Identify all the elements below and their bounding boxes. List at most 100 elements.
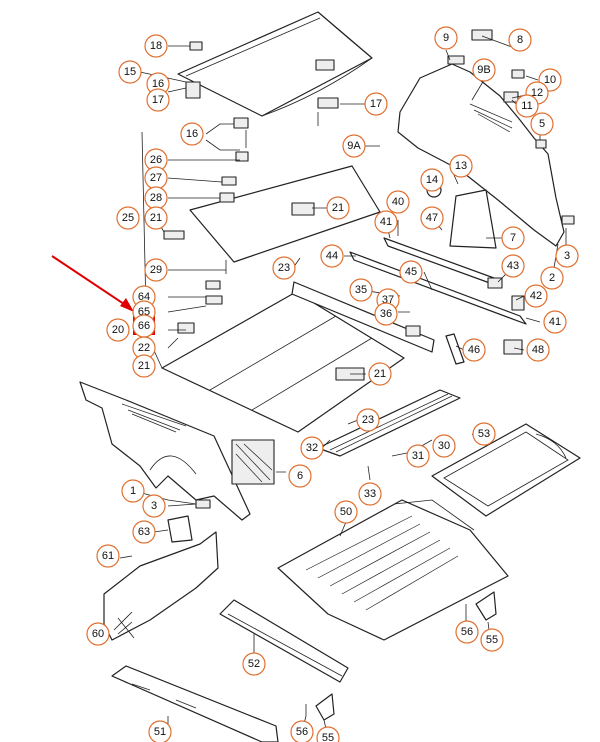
callout-number: 64: [138, 291, 150, 303]
callout-number: 10: [544, 74, 556, 86]
callout-circle: [326, 196, 350, 220]
callout-circle: [364, 92, 388, 116]
callout-number: 55: [322, 732, 334, 742]
callout-circle: [121, 479, 145, 503]
callout-29: 29: [144, 258, 168, 282]
callout-number: 23: [362, 414, 374, 426]
sill-30: [317, 389, 461, 457]
callout-circle: [116, 206, 140, 230]
callout-number: 7: [510, 232, 516, 244]
callout-number: 21: [150, 212, 162, 224]
callout-number: 33: [364, 488, 376, 500]
callout-circle: [530, 112, 554, 136]
callout-36: 36: [374, 302, 398, 326]
callout-circle: [399, 260, 423, 284]
callout-5: 5: [530, 112, 554, 136]
callout-number: 16: [152, 78, 164, 90]
callout-number: 16: [186, 128, 198, 140]
callout-56: 56: [290, 720, 314, 742]
callout-circle: [96, 544, 120, 568]
callout-number: 17: [370, 98, 382, 110]
callout-circle: [334, 500, 358, 524]
left-side-trim: [79, 381, 275, 521]
callout-number: 66: [138, 320, 150, 332]
callout-circle: [180, 122, 204, 146]
callout-number: 6: [297, 470, 303, 482]
callout-circle: [356, 408, 380, 432]
callout-23: 23: [272, 256, 296, 280]
callout-circle: [148, 720, 172, 742]
callout-circle: [524, 284, 548, 308]
callout-circle: [480, 628, 504, 652]
callout-27: 27: [144, 166, 168, 190]
callout-7: 7: [501, 226, 525, 250]
callout-circle: [300, 436, 324, 460]
callout-number: 9A: [347, 140, 361, 152]
callout-circle: [146, 88, 170, 112]
callout-8: 8: [508, 28, 532, 52]
callout-circle: [288, 464, 312, 488]
callout-61: 61: [96, 544, 120, 568]
callout-number: 60: [92, 628, 104, 640]
callout-number: 56: [296, 726, 308, 738]
callout-circle: [316, 726, 340, 742]
callout-circle: [449, 154, 473, 178]
callout-number: 23: [278, 262, 290, 274]
callout-number: 14: [426, 174, 438, 186]
callout-number: 51: [154, 726, 166, 738]
callout-21: 21: [144, 206, 168, 230]
callout-circle: [543, 310, 567, 334]
callout-number: 3: [564, 250, 570, 262]
callout-16: 16: [180, 122, 204, 146]
callout-number: 28: [150, 192, 162, 204]
callout-number: 31: [412, 450, 424, 462]
callout-circle: [501, 226, 525, 250]
callout-number: 13: [455, 160, 467, 172]
callout-number: 63: [138, 526, 150, 538]
callout-circle: [515, 94, 539, 118]
callout-circle: [526, 338, 550, 362]
callout-21: 21: [326, 196, 350, 220]
callout-circle: [368, 362, 392, 386]
callout-number: 53: [478, 428, 490, 440]
callout-circle: [290, 720, 314, 742]
callout-number: 12: [531, 87, 543, 99]
floor-board-upper: [163, 151, 381, 274]
callout-number: 2: [549, 272, 555, 284]
callout-53: 53: [472, 422, 496, 446]
callout-60: 60: [86, 622, 110, 646]
callout-35: 35: [349, 278, 373, 302]
callout-number: 17: [152, 94, 164, 106]
callout-number: 27: [150, 172, 162, 184]
cross-member-52: [219, 599, 349, 683]
callout-55: 55: [316, 726, 340, 742]
callout-51: 51: [148, 720, 172, 742]
callout-number: 30: [438, 440, 450, 452]
callout-9B: 9B: [472, 58, 496, 82]
bracket-60: [103, 531, 219, 641]
callout-circle: [320, 244, 344, 268]
callout-3: 3: [142, 494, 166, 518]
callout-circle: [406, 444, 430, 468]
callout-number: 21: [374, 368, 386, 380]
callout-number: 21: [332, 202, 344, 214]
callout-17: 17: [146, 88, 170, 112]
callout-41: 41: [543, 310, 567, 334]
callout-number: 32: [306, 442, 318, 454]
callout-circle: [272, 256, 296, 280]
callout-31: 31: [406, 444, 430, 468]
callout-1: 1: [121, 479, 145, 503]
callout-32: 32: [300, 436, 324, 460]
callout-30: 30: [432, 434, 456, 458]
callout-number: 11: [521, 100, 532, 112]
luggage-cover: [177, 11, 373, 148]
callout-41: 41: [374, 210, 398, 234]
callout-circle: [349, 278, 373, 302]
callout-number: 3: [151, 500, 157, 512]
callout-circle: [118, 60, 142, 84]
callout-40: 40: [386, 190, 410, 214]
callout-number: 41: [380, 216, 392, 228]
bracket-55-56: [305, 591, 497, 721]
callout-circle: [374, 210, 398, 234]
callout-circle: [86, 622, 110, 646]
